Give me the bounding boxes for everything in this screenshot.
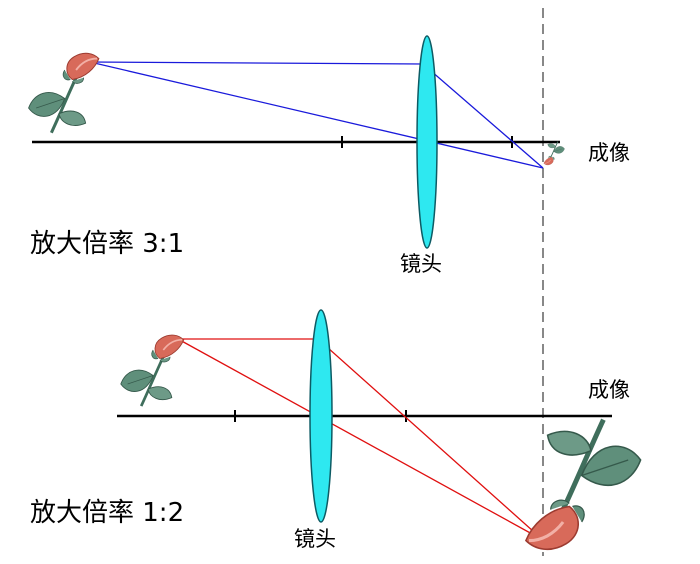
bottom-diagram: 放大倍率 1:2 镜头 成像	[30, 309, 641, 551]
rosebud-icon	[119, 333, 186, 408]
rosebud-icon	[526, 420, 641, 550]
top-diagram: 放大倍率 3:1 镜头 成像	[27, 35, 630, 276]
rosebud-icon	[27, 51, 101, 135]
rosebud-icon	[543, 141, 566, 166]
bottom-magnification-label: 放大倍率 1:2	[30, 498, 184, 528]
top-magnification-label: 放大倍率 3:1	[30, 229, 184, 259]
top-lens	[416, 35, 438, 249]
top-lens-label: 镜头	[400, 252, 442, 276]
bottom-ray-center	[177, 338, 544, 541]
bottom-lens	[309, 309, 333, 523]
top-ray-center	[89, 61, 544, 169]
bottom-lens-label: 镜头	[294, 527, 336, 551]
top-image-label: 成像	[588, 141, 630, 165]
bottom-image-label: 成像	[588, 378, 630, 402]
